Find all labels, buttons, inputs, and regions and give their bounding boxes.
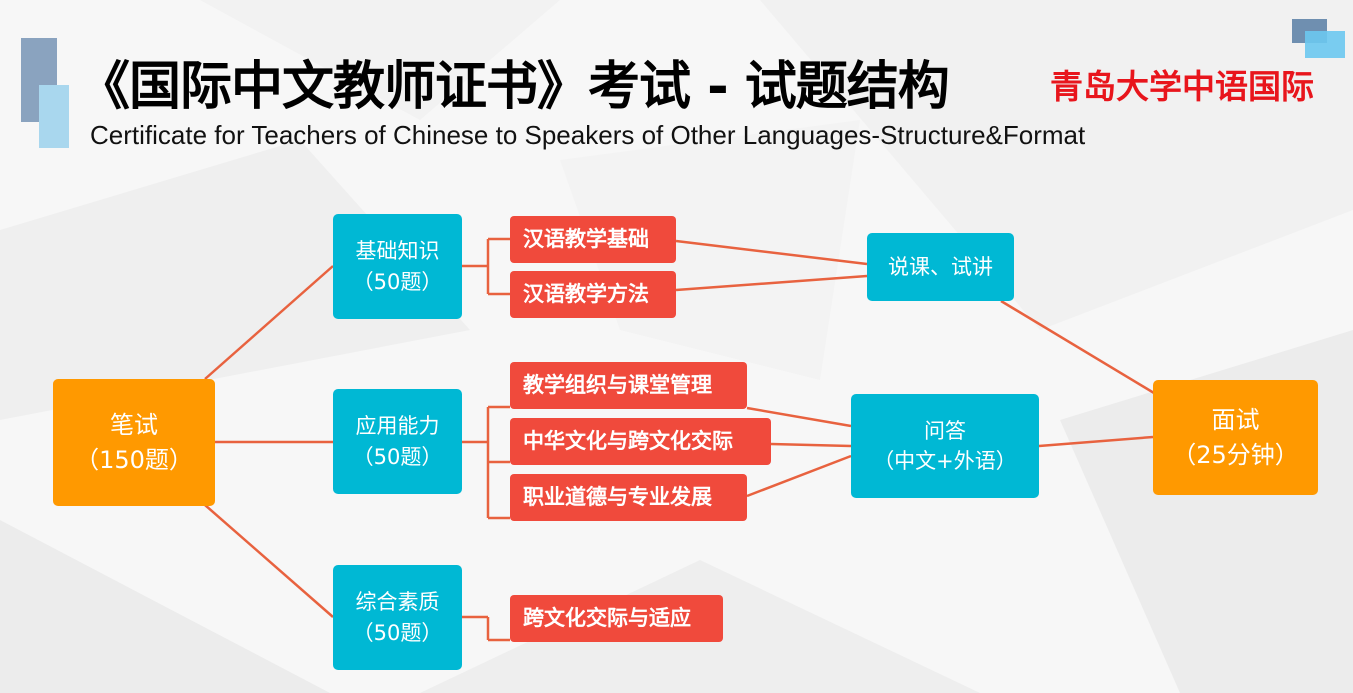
node-general-quality: 综合素质 （50题）	[333, 565, 462, 670]
decor-square-left-light	[39, 85, 69, 148]
node-interview-detail: （25分钟）	[1172, 440, 1299, 469]
connector-topic-lecture-2	[675, 274, 868, 292]
node-applied-ability: 应用能力 （50题）	[333, 389, 462, 494]
node-basic-knowledge-detail: （50题）	[352, 269, 443, 294]
connector-topic-qa-3	[746, 454, 852, 498]
topic-cross-cultural-adaptation: 跨文化交际与适应	[510, 595, 723, 642]
connector-topic-lecture-1	[675, 239, 868, 266]
brand-label: 青岛大学中语国际	[1050, 67, 1314, 106]
connector-written-basic	[204, 265, 334, 380]
node-lecture-demo: 说课、试讲	[867, 233, 1014, 301]
connector-lecture-interview	[1000, 299, 1155, 395]
node-basic-knowledge: 基础知识 （50题）	[333, 214, 462, 319]
connector-topic-qa-1	[746, 406, 852, 428]
topic-cross-cultural-communication: 中华文化与跨文化交际	[510, 418, 771, 465]
node-applied-ability-detail: （50题）	[352, 444, 443, 469]
page-subtitle: Certificate for Teachers of Chinese to S…	[90, 120, 1086, 150]
connector-qa-interview	[1038, 435, 1154, 448]
node-applied-ability-title: 应用能力	[355, 414, 440, 439]
node-written-exam: 笔试 （150题）	[53, 379, 215, 506]
connector-topic-qa-2	[770, 442, 852, 448]
node-general-quality-title: 综合素质	[355, 590, 440, 615]
node-qa-detail: （中文+外语）	[873, 449, 1017, 473]
topic-professional-ethics: 职业道德与专业发展	[510, 474, 747, 521]
node-written-exam-detail: （150题）	[75, 445, 193, 474]
node-qa: 问答 （中文+外语）	[851, 394, 1039, 498]
connector-written-general	[204, 504, 334, 618]
node-qa-title: 问答	[924, 418, 966, 443]
topic-classroom-management: 教学组织与课堂管理	[510, 362, 747, 409]
node-interview: 面试 （25分钟）	[1153, 380, 1318, 495]
topic-chinese-teaching-basics: 汉语教学基础	[510, 216, 676, 263]
node-interview-title: 面试	[1211, 405, 1260, 434]
page-title: 《国际中文教师证书》考试 - 试题结构	[78, 57, 950, 117]
node-lecture-demo-title: 说课、试讲	[888, 254, 993, 279]
node-basic-knowledge-title: 基础知识	[355, 239, 440, 264]
topic-chinese-teaching-methods: 汉语教学方法	[510, 271, 676, 318]
node-general-quality-detail: （50题）	[352, 620, 443, 645]
decor-square-right-light	[1305, 31, 1345, 58]
node-written-exam-title: 笔试	[110, 410, 158, 439]
